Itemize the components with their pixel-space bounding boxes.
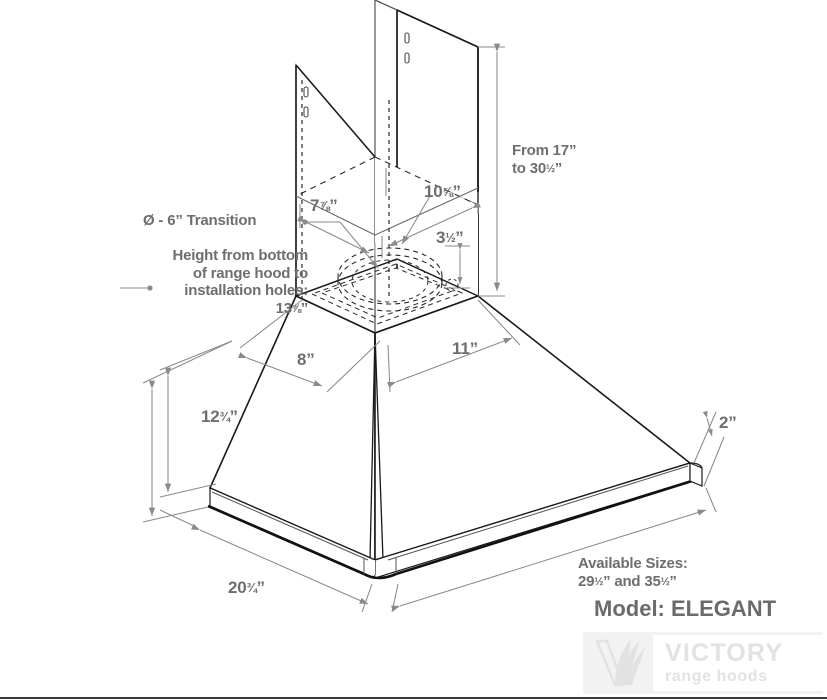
flame-v-mark-icon xyxy=(595,639,645,687)
bottom-divider xyxy=(0,697,827,699)
dimension-8 xyxy=(238,299,381,393)
fraction-glyph: ½ xyxy=(660,575,670,588)
leader-install-height xyxy=(120,285,153,291)
fraction-glyph: ⅝ xyxy=(442,185,454,199)
dimension-label-2: 2” xyxy=(719,413,737,432)
fraction-glyph: ½ xyxy=(594,575,604,588)
label-chimney-height-range: From 17” to 30½” xyxy=(512,142,577,177)
dimension-11 xyxy=(387,299,521,393)
dimension-label-10-5-8: 10⅝” xyxy=(424,182,461,201)
label-install-height-note: Height from bottom of range hood to inst… xyxy=(172,247,308,318)
fraction-glyph: ½ xyxy=(445,231,456,245)
dimension-label-12-3-4: 12¾” xyxy=(201,407,238,426)
dimension-overall-height xyxy=(142,340,233,523)
dimension-label-20-3-4: 20¾” xyxy=(228,578,265,597)
fraction-glyph: ½ xyxy=(546,162,555,175)
leader-transition-note xyxy=(302,219,379,269)
dimension-chimney-height xyxy=(478,43,505,297)
dimension-3-1-2 xyxy=(445,243,470,289)
fraction-glyph: ⅞ xyxy=(319,199,330,213)
label-available-sizes: Available Sizes: 29½” and 35½” xyxy=(578,555,688,590)
dimension-label-3-1-2: 3½” xyxy=(436,228,464,247)
dimension-base-width xyxy=(391,487,717,613)
logo-wordmark: VICTORY range hoods xyxy=(653,635,823,691)
dimension-12-3-4 xyxy=(159,340,233,498)
upper-chimney xyxy=(374,0,479,296)
label-transition-note: Ø - 6” Transition xyxy=(143,212,257,229)
victory-range-hoods-logo: VICTORY range hoods xyxy=(583,632,823,694)
dimension-label-11: 11” xyxy=(452,339,478,358)
label-model-name: Model: ELEGANT xyxy=(594,596,777,621)
fraction-glyph: ¾ xyxy=(246,581,258,595)
dimension-20-3-4 xyxy=(159,509,373,613)
logo-word-victory: VICTORY xyxy=(665,639,784,667)
dimension-label-7-7-8: 7⅞” xyxy=(310,196,338,215)
fraction-glyph: ⅞ xyxy=(291,303,301,316)
fraction-glyph: ¾ xyxy=(219,410,231,424)
dimension-2 xyxy=(693,410,725,487)
logo-word-range-hoods: range hoods xyxy=(665,668,768,685)
leader-10-5-8 xyxy=(401,195,431,245)
dimension-label-8: 8” xyxy=(297,350,315,369)
